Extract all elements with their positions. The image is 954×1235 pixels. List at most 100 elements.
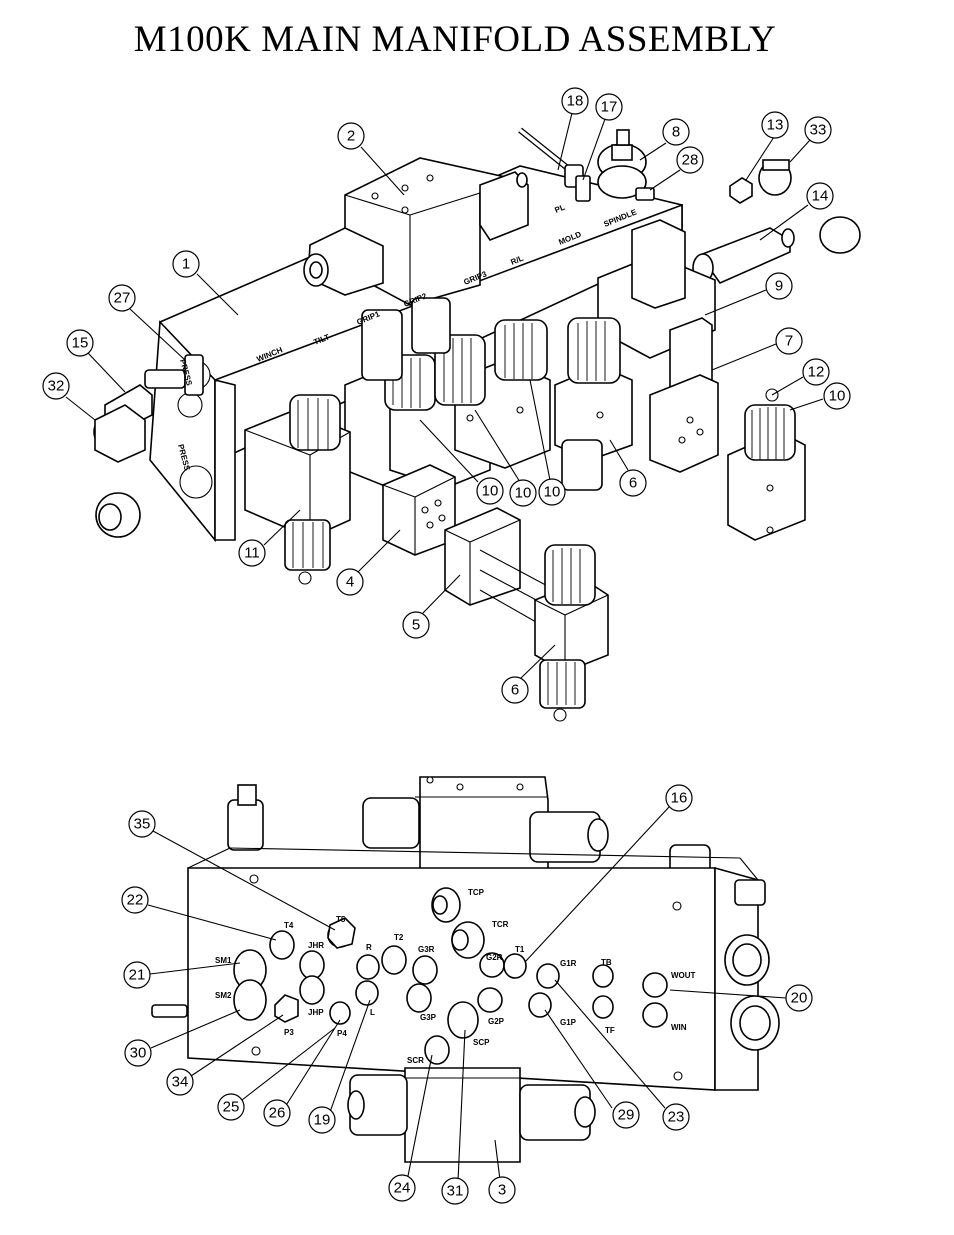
callout-8: 8 xyxy=(662,118,690,146)
callout-26: 26 xyxy=(263,1099,291,1127)
callout-22: 22 xyxy=(121,886,149,914)
callout-10-b: 10 xyxy=(509,479,537,507)
callout-label: 16 xyxy=(671,790,688,807)
callout-10-c: 10 xyxy=(476,477,504,505)
callout-15: 15 xyxy=(66,329,94,357)
port-label: G3R xyxy=(418,945,435,954)
port-label: SM2 xyxy=(215,991,232,1000)
port-label: T5 xyxy=(336,915,346,924)
callout-2: 2 xyxy=(337,122,365,150)
callout-25: 25 xyxy=(217,1093,245,1121)
cartridge-valves xyxy=(344,297,633,493)
port-fittings xyxy=(151,887,668,1065)
top-exploded-view: WINCH TILT GRIP1 GRIP2 GRIP3 R/L MOLD SP… xyxy=(93,127,861,722)
callout-35: 35 xyxy=(128,810,156,838)
callout-label: 5 xyxy=(412,617,420,634)
callout-label: 24 xyxy=(394,1180,411,1197)
callout-14: 14 xyxy=(806,182,834,210)
callout-1: 1 xyxy=(172,250,200,278)
port-label: R xyxy=(366,943,372,952)
port-label: G1R xyxy=(560,959,577,968)
callout-label: 19 xyxy=(314,1112,331,1129)
callout-29: 29 xyxy=(612,1101,640,1129)
callout-3: 3 xyxy=(488,1176,516,1204)
callout-label: 7 xyxy=(785,333,793,350)
callout-6-upper: 6 xyxy=(619,469,647,497)
page-title: M100K MAIN MANIFOLD ASSEMBLY xyxy=(133,19,777,60)
callout-label: 33 xyxy=(810,122,827,139)
callout-5: 5 xyxy=(402,611,430,639)
callout-label: 21 xyxy=(129,967,146,984)
leader-lines xyxy=(65,112,824,1182)
left-fittings xyxy=(93,354,204,538)
callout-34: 34 xyxy=(166,1068,194,1096)
callout-12: 12 xyxy=(802,358,830,386)
callout-label: 29 xyxy=(618,1107,635,1124)
port-label: SCR xyxy=(407,1056,424,1065)
callout-23: 23 xyxy=(662,1103,690,1131)
port-labels: TCP T5 T4 TCR T2 R JHR G3R G2R T1 G1R TB… xyxy=(215,888,696,1065)
port-label: T4 xyxy=(284,921,294,930)
port-label: TB xyxy=(601,958,612,967)
callout-17: 17 xyxy=(595,93,623,121)
callout-24: 24 xyxy=(388,1174,416,1202)
callout-label: 10 xyxy=(544,484,561,501)
callout-label: 10 xyxy=(515,485,532,502)
callout-label: 8 xyxy=(672,124,680,141)
callout-label: 20 xyxy=(791,990,808,1007)
port-label: TF xyxy=(605,1026,615,1035)
callout-label: 26 xyxy=(269,1105,286,1122)
left-valve-assembly xyxy=(244,394,351,585)
port-label: G2R xyxy=(486,953,503,962)
callout-27: 27 xyxy=(108,284,136,312)
callout-30: 30 xyxy=(124,1039,152,1067)
callout-6-lower: 6 xyxy=(501,676,529,704)
callout-label: 25 xyxy=(223,1099,240,1116)
callout-label: 22 xyxy=(127,892,144,909)
callout-19: 19 xyxy=(308,1106,336,1134)
callout-16: 16 xyxy=(665,784,693,812)
callout-label: 23 xyxy=(668,1109,685,1126)
callout-label: 13 xyxy=(767,117,784,134)
callout-11: 11 xyxy=(238,539,266,567)
callout-label: 27 xyxy=(114,290,131,307)
callout-label: 15 xyxy=(72,335,89,352)
callout-label: 6 xyxy=(629,475,637,492)
callouts: 1 2 18 17 8 28 13 33 14 27 15 32 9 7 12 … xyxy=(42,87,851,1205)
plugs-and-couplers xyxy=(692,159,861,284)
callout-10-right: 10 xyxy=(823,382,851,410)
port-label: WIN xyxy=(671,1023,687,1032)
right-valve-stack xyxy=(597,219,806,541)
callout-10-a: 10 xyxy=(538,478,566,506)
callout-label: 1 xyxy=(182,256,190,273)
port-label: SM1 xyxy=(215,956,232,965)
callout-4: 4 xyxy=(336,568,364,596)
port-label: TCR xyxy=(492,920,509,929)
callout-label: 18 xyxy=(567,93,584,110)
callout-7: 7 xyxy=(775,327,803,355)
port-label: P4 xyxy=(337,1029,347,1038)
callout-13: 13 xyxy=(761,111,789,139)
port-label: TCP xyxy=(468,888,485,897)
top-right-components xyxy=(518,127,655,202)
port-label: T1 xyxy=(515,945,525,954)
callout-21: 21 xyxy=(123,961,151,989)
directional-valve xyxy=(303,157,529,306)
callout-label: 35 xyxy=(134,816,151,833)
callout-32: 32 xyxy=(42,372,70,400)
port-label: T2 xyxy=(394,933,404,942)
callout-label: 11 xyxy=(244,545,260,562)
label-pl: PL xyxy=(553,203,566,215)
callout-label: 4 xyxy=(346,574,354,591)
callout-20: 20 xyxy=(785,984,813,1012)
port-label: SCP xyxy=(473,1038,490,1047)
port-label: P3 xyxy=(284,1028,294,1037)
callout-18: 18 xyxy=(561,87,589,115)
callout-label: 10 xyxy=(482,483,499,500)
callout-label: 31 xyxy=(447,1183,464,1200)
port-label: G2P xyxy=(488,1017,505,1026)
callout-label: 10 xyxy=(829,388,846,405)
port-label: G3P xyxy=(420,1013,437,1022)
callout-label: 30 xyxy=(130,1045,147,1062)
